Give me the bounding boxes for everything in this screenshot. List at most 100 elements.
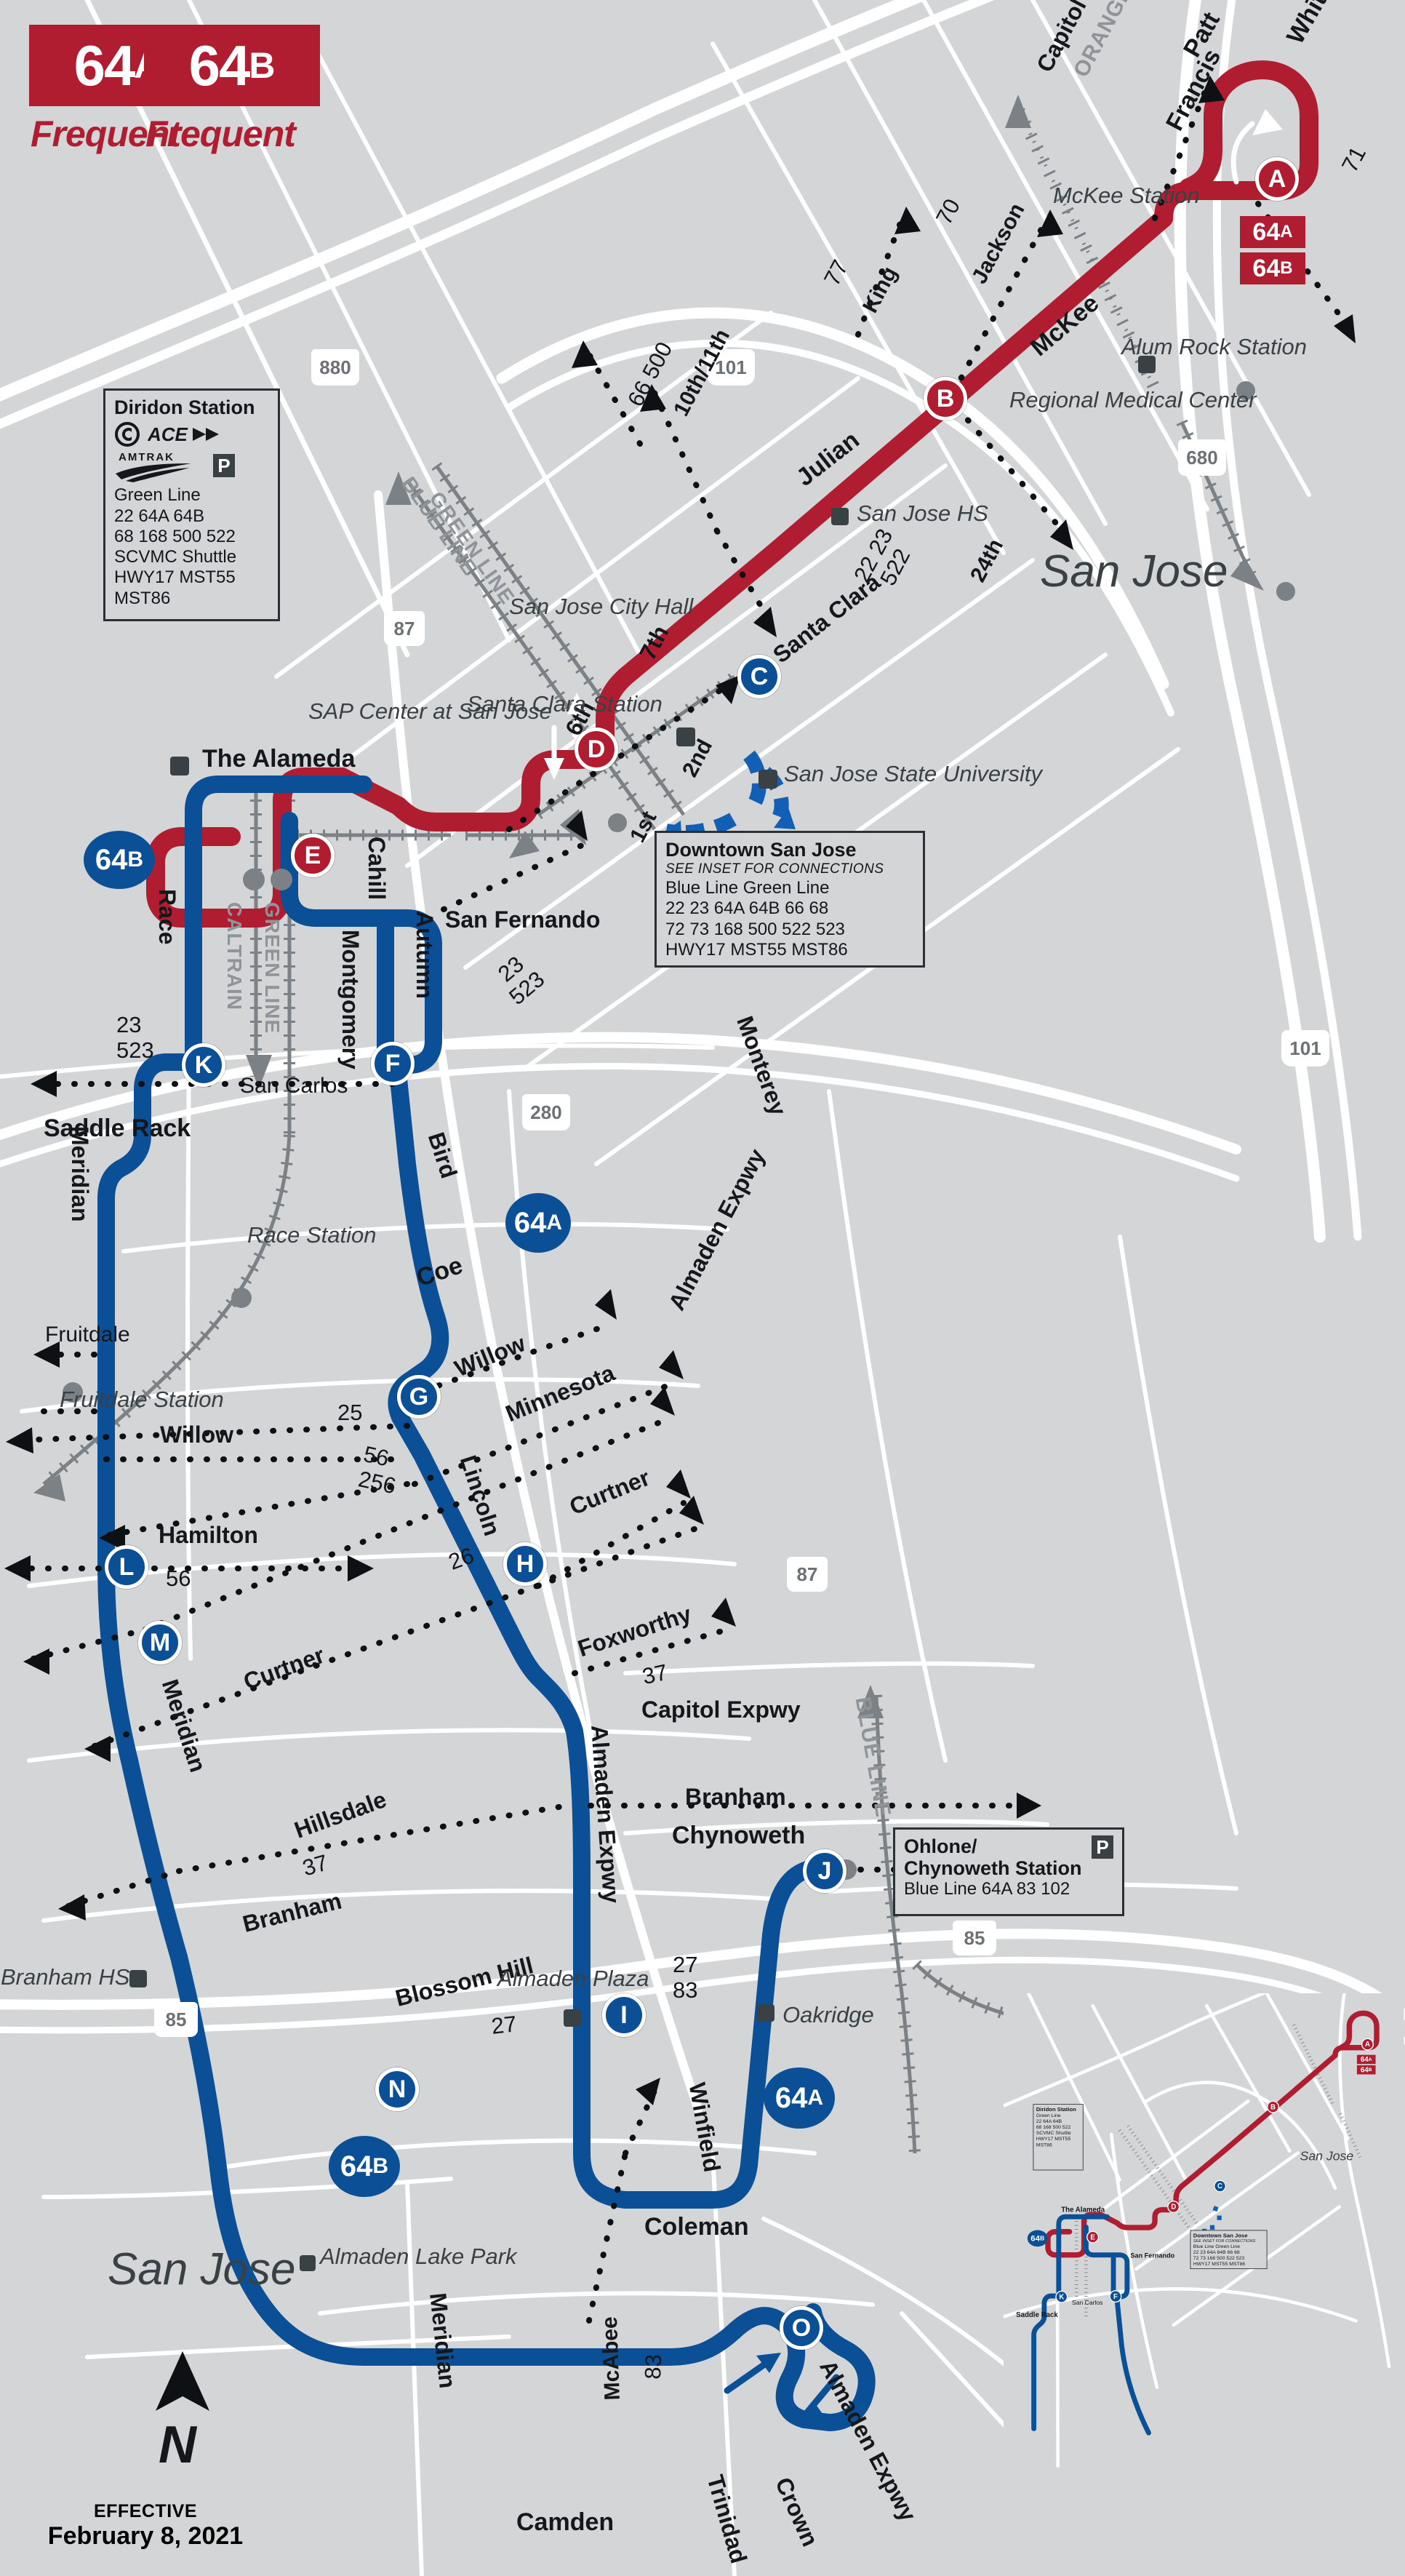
- station-dot-santa-clara: [608, 813, 627, 832]
- rail-label-caltrain: CALTRAIN: [223, 902, 246, 1011]
- inset-street-saddle-rack: Saddle Rack: [1016, 2310, 1058, 2319]
- poi-square-sap-center: [170, 757, 189, 775]
- street-label-hamilton: Hamilton: [159, 1522, 258, 1548]
- station-dot-alum-rock: [1276, 582, 1295, 601]
- stop-marker-e[interactable]: E: [291, 834, 335, 877]
- diridon-line-5: MST86: [114, 588, 171, 608]
- inset-city-san-jose: San Jose: [1300, 2149, 1354, 2164]
- connection-label-25: 25: [337, 1400, 363, 1425]
- street-label-camden: Camden: [516, 2508, 615, 2536]
- downtown-line-0: Blue Line Green Line: [665, 877, 830, 898]
- street-label-meridian-upper: Meridian: [67, 1126, 93, 1222]
- place-label-oakridge: Oakridge: [782, 2002, 874, 2027]
- inset-diridon-l1: 22 64A 64B: [1036, 2118, 1062, 2124]
- station-dot-diridon: [243, 869, 265, 890]
- street-label-san-carlos: San Carlos: [240, 1074, 348, 1098]
- compass-north-label: N: [159, 2416, 196, 2474]
- ohlone-title2: Chynoweth Station: [904, 1857, 1082, 1880]
- stop-marker-l[interactable]: L: [105, 1545, 148, 1589]
- place-label-san-jose-city-hall: San Jose City Hall: [509, 594, 694, 619]
- shield-680: 680: [1178, 439, 1226, 476]
- connection-label-27-83: 27 83: [673, 1952, 698, 2003]
- compass-north-icon: [156, 2351, 209, 2411]
- stop-marker-h[interactable]: H: [503, 1542, 547, 1586]
- inset-downtown-title: Downtown San Jose: [1193, 2232, 1248, 2239]
- place-label-sjsu: San Jose State University: [784, 761, 1042, 786]
- connection-label-56-hamilton: 56: [166, 1566, 191, 1591]
- place-label-fruitdale-station: Fruitdale Station: [60, 1387, 224, 1412]
- inset-stop-e: E: [1086, 2230, 1100, 2244]
- ace-icon: ACE: [148, 423, 219, 445]
- place-label-santa-clara-station: Santa Clara Station: [467, 691, 663, 717]
- diridon-line-0: Green Line: [114, 485, 201, 506]
- shield-280: 280: [522, 1094, 570, 1131]
- inset-stop-c: C: [1213, 2180, 1227, 2193]
- street-label-branham-mid: Branham: [685, 1784, 786, 1810]
- place-label-almaden-lake-park: Almaden Lake Park: [320, 2244, 517, 2269]
- stop-marker-m[interactable]: M: [138, 1621, 182, 1664]
- svg-text:AMTRAK: AMTRAK: [119, 451, 175, 463]
- legend-box-diridon: Diridon Station ACE AMTRAK P Green Line …: [103, 388, 280, 621]
- connection-27: 27: [673, 1952, 698, 1977]
- stop-marker-f[interactable]: F: [371, 1042, 415, 1085]
- city-label-san-jose-north: San Jose: [1040, 546, 1228, 597]
- diridon-title: Diridon Station: [114, 396, 255, 418]
- inset-diridon-l3: SCVMC Shuttle: [1036, 2130, 1071, 2136]
- poi-square-regional-medical: [1138, 356, 1156, 373]
- inset-downtown-l3: HWY17 MST55 MST86: [1193, 2261, 1246, 2267]
- inset-stop-a: A: [1361, 2038, 1374, 2051]
- connection-label-83-mcabee: 83: [640, 2353, 667, 2380]
- shield-87-north: 87: [384, 611, 425, 646]
- connection-label-37-foxworthy: 37: [640, 1659, 671, 1690]
- place-label-branham-hs: Branham HS: [1, 1964, 130, 1990]
- inset-downtown-l1: 22 23 64A 64B 66 68: [1193, 2249, 1240, 2255]
- downtown-line-3: HWY17 MST55 MST86: [665, 939, 848, 960]
- street-label-coleman: Coleman: [644, 2213, 749, 2241]
- legend-box-downtown: Downtown San Jose SEE INSET FOR CONNECTI…: [655, 831, 925, 968]
- street-label-cahill: Cahill: [364, 837, 390, 901]
- inset-svg: [1004, 1993, 1404, 2568]
- inset-legend-downtown: Downtown San Jose SEE INSET FOR CONNECTI…: [1190, 2230, 1268, 2270]
- stop-marker-b[interactable]: B: [924, 377, 967, 420]
- stop-marker-i[interactable]: I: [602, 1993, 646, 2037]
- stop-marker-g[interactable]: G: [397, 1375, 441, 1419]
- inset-street-the-alameda: The Alameda: [1061, 2205, 1105, 2214]
- effective-date: February 8, 2021: [47, 2522, 244, 2550]
- caltrain-icon: [115, 422, 140, 447]
- place-label-sap-center: SAP Center at San Jose: [308, 698, 552, 724]
- inset-stop-b: B: [1266, 2100, 1280, 2113]
- inset-downtown-sub: SEE INSET FOR CONNECTIONS: [1193, 2238, 1256, 2244]
- stop-marker-k[interactable]: K: [182, 1043, 225, 1087]
- poi-square-branham-hs: [129, 1970, 147, 1987]
- route-badge-64b-suffix: B: [249, 45, 276, 86]
- downtown-line-1: 22 23 64A 64B 66 68: [665, 898, 829, 919]
- diridon-line-4: HWY17 MST55: [114, 567, 236, 588]
- inset-diridon-l4: HWY17 MST55: [1036, 2136, 1071, 2142]
- route-badge-64a-number: 64: [73, 33, 136, 97]
- downtown-title: Downtown San Jose: [665, 839, 857, 861]
- stop-marker-j[interactable]: J: [803, 1849, 846, 1893]
- street-label-autumn: Autumn: [412, 911, 438, 999]
- effective-label: EFFECTIVE: [93, 2501, 197, 2521]
- inset-diridon-l2: 68 168 500 522: [1036, 2124, 1071, 2130]
- stop-marker-n[interactable]: N: [375, 2067, 419, 2111]
- station-dot-race: [231, 1288, 252, 1308]
- inset-diridon-l0: Green Line: [1036, 2112, 1061, 2118]
- place-label-almaden-plaza: Almaden Plaza: [497, 1966, 649, 1991]
- downtown-subtitle: SEE INSET FOR CONNECTIONS: [665, 861, 884, 877]
- stop-marker-o[interactable]: O: [780, 2306, 823, 2350]
- stop-marker-a[interactable]: A: [1255, 157, 1299, 201]
- stop-marker-c[interactable]: C: [737, 655, 781, 698]
- parking-icon-ohlone: P: [1092, 1835, 1113, 1859]
- station-dot-mckee: [1236, 381, 1255, 400]
- shield-880: 880: [311, 349, 359, 386]
- stop-marker-d[interactable]: D: [575, 727, 618, 771]
